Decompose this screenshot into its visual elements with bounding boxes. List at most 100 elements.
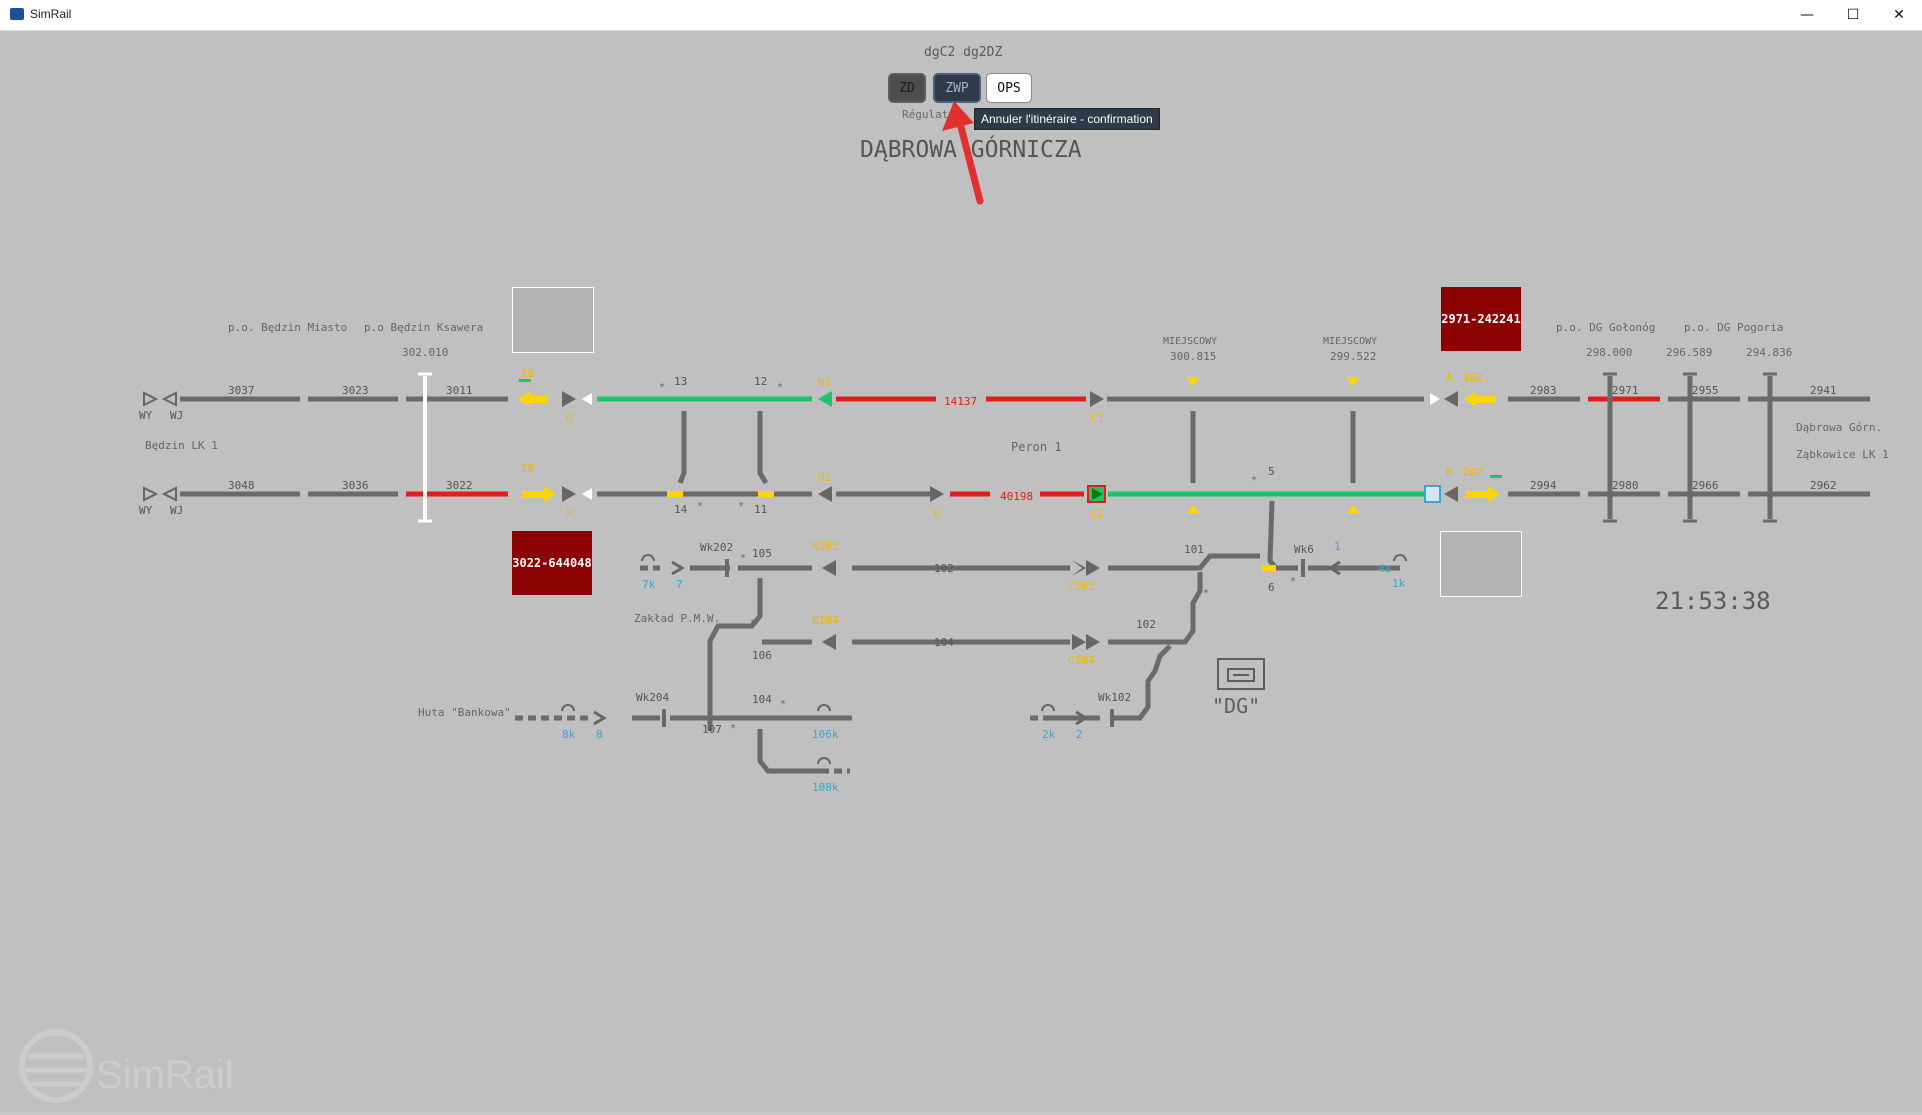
svg-text:A: A [1446, 371, 1453, 384]
svg-text:O: O [566, 412, 573, 425]
track-106-curve[interactable] [707, 578, 763, 731]
svg-text:*: * [659, 382, 665, 393]
svg-text:MIEJSCOWY: MIEJSCOWY [1163, 336, 1217, 347]
svg-text:40198: 40198 [1000, 490, 1033, 503]
shunt-signal-2[interactable] [1075, 710, 1089, 726]
signals [143, 391, 1458, 650]
signal-d[interactable] [930, 486, 944, 502]
signal-wy-bottom[interactable] [143, 486, 159, 502]
signal-b[interactable] [1444, 486, 1458, 502]
svg-text:3048: 3048 [228, 479, 255, 492]
signal-a-back[interactable] [1430, 393, 1440, 405]
clock: 21:53:38 [1655, 587, 1771, 615]
svg-text:*: * [1153, 664, 1159, 675]
signal-o-back[interactable] [582, 393, 592, 405]
crossing-caps [418, 372, 1777, 523]
zd-button[interactable]: ZD [888, 73, 926, 103]
svg-text:*: * [1290, 576, 1296, 587]
svg-text:N1Ø4: N1Ø4 [812, 614, 839, 627]
signal-c104-b[interactable] [1086, 634, 1100, 650]
shunt-signal-1[interactable] [1327, 560, 1341, 576]
svg-text:WY: WY [139, 409, 153, 422]
svg-text:14137: 14137 [944, 395, 977, 408]
svg-text:WJ: WJ [170, 409, 183, 422]
svg-text:3023: 3023 [342, 384, 369, 397]
svg-text:*: * [697, 501, 703, 512]
maximize-button[interactable]: ☐ [1846, 7, 1860, 23]
svg-text:*: * [780, 699, 786, 710]
signal-a[interactable] [1444, 391, 1458, 407]
svg-text:294.836: 294.836 [1746, 346, 1792, 359]
svg-text:2966: 2966 [1692, 479, 1719, 492]
annotation-arrow [942, 101, 984, 205]
place-labels: p.o. Będzin Miasto p.o Będzin Ksawera 30… [145, 321, 1889, 719]
svg-text:7k: 7k [642, 578, 656, 591]
signal-c102-b[interactable] [1086, 560, 1100, 576]
minimize-button[interactable]: — [1800, 7, 1814, 23]
signal-n1[interactable] [818, 391, 832, 407]
close-button[interactable]: ✕ [1893, 7, 1905, 23]
signal-p[interactable] [562, 486, 576, 502]
track-108[interactable] [757, 729, 822, 774]
signal-n104[interactable] [822, 634, 836, 650]
svg-text:296.589: 296.589 [1666, 346, 1712, 359]
empty-indicator-box-west[interactable] [512, 287, 594, 353]
ops-button[interactable]: OPS [986, 73, 1032, 103]
svg-text:2941: 2941 [1810, 384, 1837, 397]
signal-wj-top[interactable] [161, 391, 177, 407]
svg-text:Wk202: Wk202 [700, 541, 733, 554]
shunt-labels: 7k 7 1k 1 4a 8k 8 106k 108k 2k 2 [562, 540, 1406, 794]
signal-wy-top[interactable] [143, 391, 159, 407]
signal-n102[interactable] [822, 560, 836, 576]
svg-text:Huta "Bankowa": Huta "Bankowa" [418, 706, 511, 719]
svg-text:1k: 1k [1392, 577, 1406, 590]
svg-text:Wk204: Wk204 [636, 691, 669, 704]
train-box-3022[interactable]: 3022-644048 [512, 531, 592, 595]
signal-1b-indicator [519, 379, 531, 382]
signal-c104[interactable] [1072, 634, 1086, 650]
switch-stars: ** ** ** ** ** ** [659, 382, 1296, 734]
svg-text:*: * [1203, 588, 1209, 599]
shunt-signal-7[interactable] [671, 560, 685, 576]
signal-c1[interactable] [1090, 391, 1104, 407]
svg-text:105: 105 [752, 547, 772, 560]
crossovers [677, 376, 1773, 519]
crossover-12-11[interactable] [757, 411, 769, 485]
signal-p-back[interactable] [582, 488, 592, 500]
point-marker-11 [758, 491, 774, 497]
svg-text:Zakład P.M.W.: Zakład P.M.W. [634, 612, 720, 625]
signal-b-back[interactable] [1424, 485, 1441, 503]
station-name: DĄBROWA GÓRNICZA [860, 137, 1082, 163]
shunt-signals [593, 560, 1341, 726]
svg-text:Wk6: Wk6 [1294, 543, 1314, 556]
svg-text:*: * [750, 618, 756, 629]
svg-text:C1Ø4: C1Ø4 [1068, 654, 1095, 667]
simrail-watermark: SimRail [18, 1026, 238, 1111]
signal-c102[interactable] [1072, 560, 1086, 576]
svg-text:2: 2 [1076, 728, 1083, 741]
svg-text:p.o. DG Gołonóg: p.o. DG Gołonóg [1556, 321, 1655, 334]
signal-o[interactable] [562, 391, 576, 407]
crossover-13-14[interactable] [677, 411, 687, 484]
zwp-button[interactable]: ZWP [933, 73, 981, 103]
signal-wj-bottom[interactable] [161, 486, 177, 502]
signal-n2[interactable] [818, 486, 832, 502]
point-marker-14 [667, 491, 683, 497]
svg-text:C1Ø2: C1Ø2 [1068, 580, 1095, 593]
svg-text:D: D [934, 507, 941, 520]
track-5-link[interactable] [1267, 500, 1278, 570]
station-building-icon[interactable]: "DG" [1212, 658, 1265, 718]
svg-text:Ząbkowice LK 1: Ząbkowice LK 1 [1796, 448, 1889, 461]
train-box-2971[interactable]: 2971-242241 [1441, 287, 1521, 351]
svg-text:8k: 8k [562, 728, 576, 741]
track-wk102-curve[interactable] [1112, 644, 1172, 721]
simrail-logo-icon: SimRail [19, 1029, 234, 1103]
track-101-link[interactable] [1150, 553, 1260, 571]
svg-text:299.522: 299.522 [1330, 350, 1376, 363]
track-102-curve[interactable] [1150, 572, 1203, 645]
track-labels: 3037 3023 3011 3048 3036 3022 2983 2971 … [139, 375, 1837, 736]
label-bedzin-ksawera: p.o Będzin Ksawera [364, 321, 483, 334]
empty-indicator-box-east[interactable] [1440, 531, 1522, 597]
svg-text:14: 14 [674, 503, 688, 516]
shunt-signal-8[interactable] [593, 710, 607, 726]
